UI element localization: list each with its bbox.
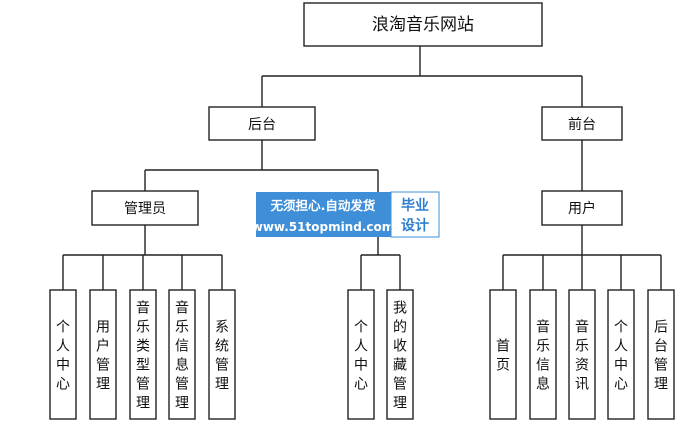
connector-lines [62, 46, 662, 290]
user-node: 用户 [541, 190, 623, 226]
admin-node-label: 管理员 [124, 201, 166, 217]
leaf-labels: 个人中心 用户管理 音乐类型管理 音乐信息管理 系统管理 个人中心 我的收藏管理 首页 音乐信息… [56, 300, 668, 412]
user-module-label: 后台管理 [654, 320, 668, 393]
admin-node: 管理员 [91, 190, 199, 226]
admin-module-label: 个人中心 [56, 320, 70, 393]
watermark-badge [390, 191, 440, 238]
user-module-label: 首页 [496, 339, 510, 374]
watermark: 无须担心.自动发货 www.51topmind.com 毕业 设计 [252, 191, 440, 238]
frontend-node: 前台 [541, 106, 623, 141]
watermark-badge-line1: 毕业 [401, 197, 429, 214]
watermark-banner [256, 192, 391, 237]
backend-module-nodes [347, 289, 414, 420]
user-module-label: 音乐资讯 [575, 319, 589, 393]
root-node-label: 浪淘音乐网站 [372, 15, 474, 35]
admin-module-nodes [49, 289, 236, 420]
watermark-line2: www.51topmind.com [252, 220, 395, 234]
admin-module-label: 音乐类型管理 [136, 300, 150, 412]
user-node-label: 用户 [568, 200, 596, 217]
user-module-label: 音乐信息 [536, 319, 550, 393]
backend-node-label: 后台 [248, 117, 276, 133]
backend-module-label: 个人中心 [354, 320, 368, 393]
watermark-badge-line2: 设计 [401, 217, 429, 234]
frontend-node-label: 前台 [568, 116, 596, 133]
user-module-nodes [489, 289, 675, 420]
admin-module-label: 用户管理 [96, 320, 110, 393]
backend-module-label: 我的收藏管理 [393, 301, 407, 412]
watermark-line1: 无须担心.自动发货 [270, 198, 376, 213]
backend-node: 后台 [208, 106, 316, 141]
root-node: 浪淘音乐网站 [303, 2, 543, 47]
admin-module-label: 系统管理 [215, 320, 229, 393]
user-module-label: 个人中心 [614, 320, 628, 393]
admin-module-label: 音乐信息管理 [175, 300, 189, 412]
